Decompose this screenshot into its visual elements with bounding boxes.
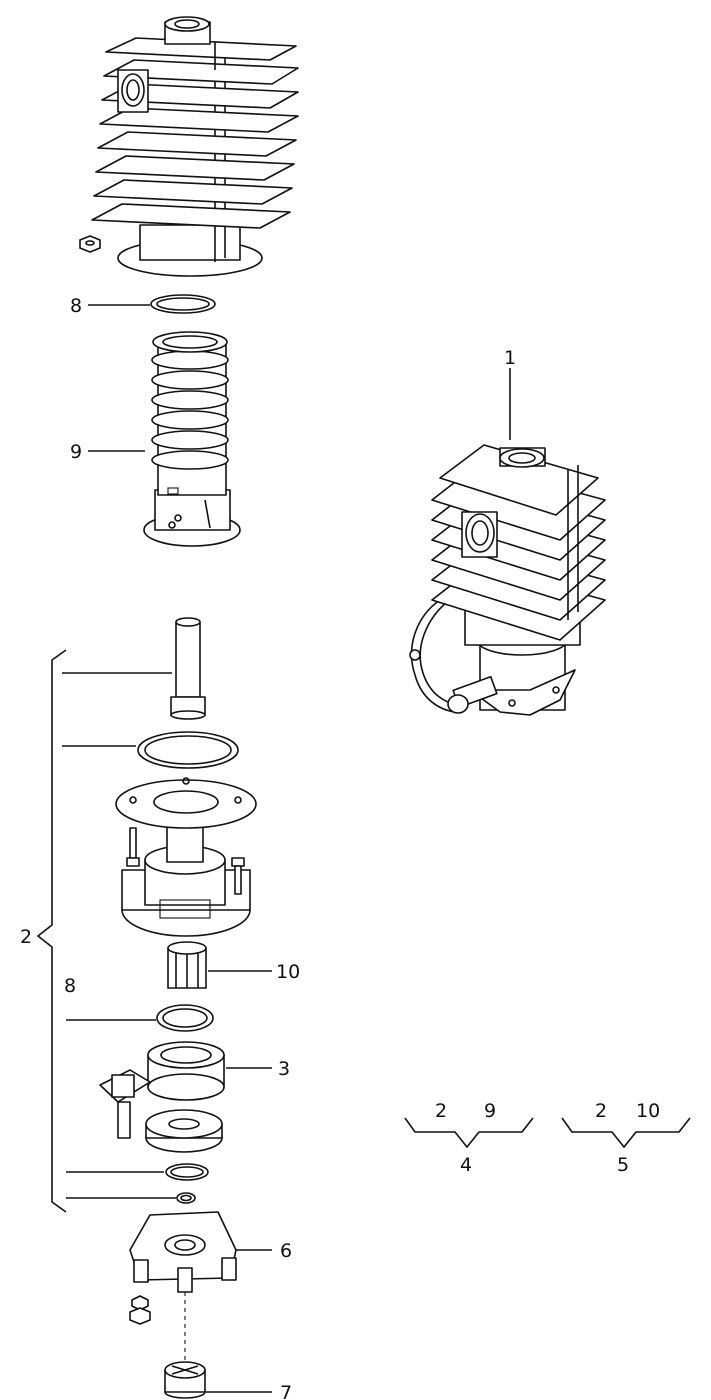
kit-brace-b <box>561 1117 691 1149</box>
o-ring-top-part <box>150 294 216 314</box>
callout-8-mid: 8 <box>64 975 76 997</box>
bushing-part <box>167 941 207 989</box>
callout-2: 2 <box>20 926 32 948</box>
o-ring-mid-part <box>156 1004 214 1032</box>
cap-filter-part <box>164 1361 206 1399</box>
callout-8-top: 8 <box>70 295 82 317</box>
piston-rod-part <box>170 617 206 720</box>
kit-b-number: 5 <box>617 1154 629 1176</box>
kit-brace-a <box>404 1117 534 1149</box>
kit-a-part-9: 9 <box>484 1100 496 1122</box>
bolt-left-part <box>126 827 140 867</box>
cylinder-liner-part <box>143 331 241 547</box>
group-bracket <box>36 649 67 1213</box>
o-ring-small-part <box>165 1163 209 1181</box>
o-ring-tiny-part <box>176 1192 196 1204</box>
kit-b-part-10: 10 <box>636 1100 660 1122</box>
o-ring-large-part <box>137 731 239 769</box>
washer-disc-part <box>145 1109 223 1153</box>
crank-housing-part <box>115 777 257 937</box>
kit-b-part-2: 2 <box>595 1100 607 1122</box>
kit-a-number: 4 <box>460 1154 472 1176</box>
valve-plate-part <box>129 1211 237 1360</box>
callout-6: 6 <box>280 1240 292 1262</box>
callout-9: 9 <box>70 441 82 463</box>
callout-3: 3 <box>278 1058 290 1080</box>
leader-lines <box>62 304 511 1393</box>
callout-7: 7 <box>280 1382 292 1400</box>
kit-a-part-2: 2 <box>435 1100 447 1122</box>
nut-bottom-part <box>129 1295 151 1325</box>
eccentric-part <box>99 1041 225 1139</box>
cylinder-head-part <box>91 16 299 277</box>
nut-small-part <box>79 235 101 253</box>
assembled-pump-part <box>409 444 606 716</box>
bolt-right-part <box>231 857 245 895</box>
callout-1: 1 <box>504 347 516 369</box>
callout-10: 10 <box>276 961 300 983</box>
